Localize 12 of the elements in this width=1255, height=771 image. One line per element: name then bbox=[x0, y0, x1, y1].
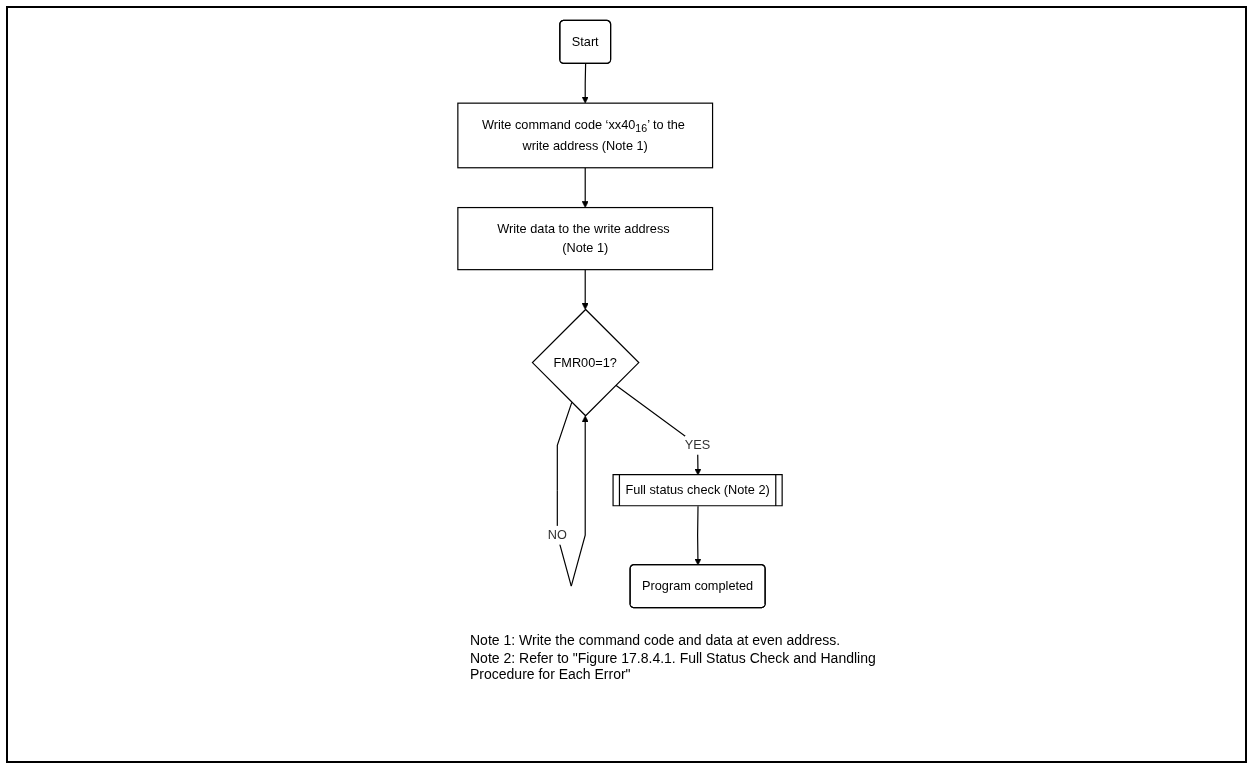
arrow bbox=[581, 167, 589, 208]
edge-label: YES bbox=[684, 438, 711, 452]
node-diamond: FMR00=1? bbox=[531, 308, 640, 417]
arrow bbox=[694, 505, 702, 566]
node-box: Write command code ‘xx40$_{16}$’ to the write address (Note 1) bbox=[457, 102, 714, 169]
note-text: Note 1: Write the command code and data at even address. bbox=[470, 632, 842, 648]
arrow bbox=[556, 401, 589, 587]
node-box: Write data to the write address (Note 1) bbox=[457, 206, 714, 271]
arrow bbox=[581, 269, 589, 310]
note-text: Note 2: Refer to "Figure 17.8.4.1. Full Status Check and Handling Procedure for Each Error" bbox=[470, 650, 877, 682]
arrow bbox=[581, 63, 589, 104]
edge-label: NO bbox=[547, 528, 567, 542]
